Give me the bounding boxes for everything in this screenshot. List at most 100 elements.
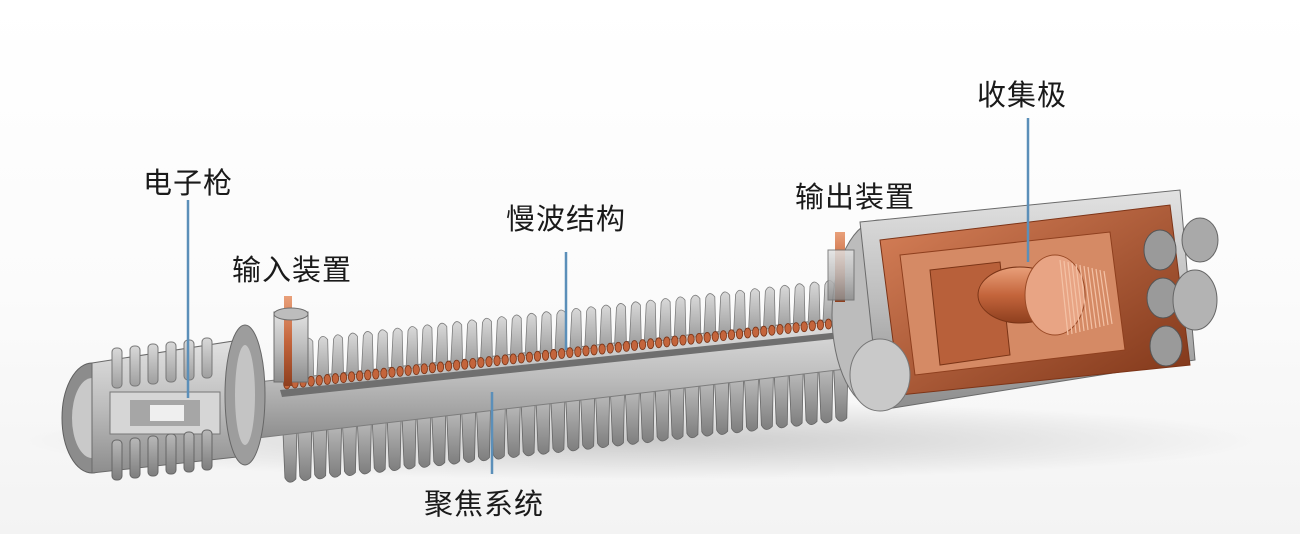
focusing-fin-bottom	[520, 403, 536, 457]
helix-coil	[436, 361, 445, 373]
helix-coil	[509, 353, 517, 365]
helix-coil	[752, 326, 760, 338]
focusing-fin-bottom	[818, 370, 834, 424]
helix-coil	[768, 324, 776, 336]
helix-coil	[412, 364, 420, 376]
focusing-fin-bottom	[624, 391, 640, 445]
focusing-fin-bottom	[699, 383, 715, 437]
focusing-fin-bottom	[297, 427, 313, 481]
collector-rib	[1099, 269, 1109, 326]
collector-rib	[1083, 265, 1093, 330]
helix-coil	[517, 352, 525, 364]
helix-coil	[315, 374, 323, 386]
focusing-fin-bottom	[758, 376, 774, 430]
helix-coil	[800, 321, 808, 333]
focusing-fin-top	[628, 301, 642, 345]
focusing-fin-bottom	[401, 416, 417, 470]
focusing-fin-top	[316, 335, 330, 380]
helix-coil	[541, 349, 550, 361]
collector-rib	[1075, 263, 1085, 332]
focusing-fin-bottom	[282, 429, 298, 483]
gun-fin-bottom	[201, 429, 213, 471]
helix-coil	[638, 339, 647, 350]
helix-coil	[792, 322, 800, 334]
helix-coil	[622, 340, 630, 352]
helix-coil	[347, 371, 356, 383]
focusing-fin-bottom	[729, 380, 744, 434]
helix-coil	[364, 369, 372, 381]
focusing-fin-top	[480, 317, 493, 361]
focusing-fin-bottom	[803, 371, 819, 425]
focusing-fin-top	[762, 286, 776, 330]
focusing-fin-top	[718, 291, 732, 335]
focusing-fin-bottom	[669, 386, 685, 440]
focusing-fin-bottom	[684, 385, 700, 439]
gun-fin-top	[147, 343, 159, 385]
focusing-fin-bottom	[535, 401, 551, 455]
helix-coil	[824, 318, 833, 330]
focusing-fin-bottom	[461, 409, 476, 463]
tube-bore	[280, 330, 862, 397]
focusing-fin-bottom	[431, 413, 447, 467]
helix-coil	[760, 325, 768, 337]
label-focusing-system: 聚焦系统	[424, 487, 545, 521]
helix-coil	[744, 327, 752, 339]
helix-coil	[695, 332, 703, 344]
tube-body	[229, 278, 881, 483]
focusing-fin-bottom	[714, 381, 730, 435]
gun-fin-bottom	[129, 437, 141, 479]
helix-coil	[776, 324, 784, 335]
focusing-fin-bottom	[788, 373, 804, 427]
gun-fin-bottom	[111, 439, 123, 481]
focusing-fin-top	[807, 281, 821, 325]
helix-coil	[331, 373, 339, 384]
label-electron-gun: 电子枪	[143, 166, 234, 200]
helix-coil	[590, 344, 598, 356]
focusing-fin-top	[599, 304, 612, 348]
gun-fin-top	[165, 341, 177, 383]
focusing-fin-bottom	[595, 394, 610, 448]
focusing-fin-top	[792, 283, 806, 327]
focusing-fin-bottom	[773, 375, 789, 429]
focusing-fin-bottom	[490, 406, 506, 460]
focusing-fin-top	[375, 329, 389, 373]
focusing-fin-bottom	[446, 411, 462, 465]
focusing-fin-bottom	[371, 419, 387, 473]
gun-fin-bottom	[183, 431, 195, 473]
collector-ribs	[1059, 259, 1113, 336]
focusing-fins-top	[286, 278, 851, 383]
focusing-fin-bottom	[342, 422, 357, 476]
helix-coil	[711, 331, 719, 342]
focusing-fin-top	[539, 311, 553, 355]
helix-coil	[687, 333, 695, 345]
helix-coil	[388, 366, 396, 378]
focusing-fins-bottom	[282, 368, 849, 483]
helix-coil	[582, 345, 590, 357]
focusing-fin-bottom	[327, 424, 342, 478]
focusing-fin-bottom	[476, 408, 491, 462]
helix-coil	[533, 350, 542, 362]
focusing-fin-top	[346, 332, 359, 376]
leader-lines	[186, 118, 1030, 474]
input-coupler	[273, 296, 309, 386]
focusing-fin-top	[524, 312, 538, 357]
helix-coil	[307, 375, 315, 387]
collector-rib	[1067, 261, 1077, 334]
helix-coil	[323, 374, 331, 385]
collector-rib	[1091, 267, 1101, 328]
helix-coil	[655, 337, 663, 349]
label-input-device: 输入装置	[232, 253, 353, 287]
focusing-fin-top	[584, 306, 598, 350]
helix-coil	[493, 355, 501, 367]
collector-rib	[1071, 262, 1081, 333]
helix-coil	[663, 336, 671, 348]
helix-coil	[566, 347, 574, 359]
collector-rib	[1059, 259, 1069, 336]
gun-fin-bottom	[147, 435, 159, 477]
focusing-fin-top	[703, 293, 717, 337]
label-output-device: 输出装置	[795, 180, 916, 214]
helix-coil	[606, 342, 614, 354]
helix-coil	[469, 357, 477, 369]
